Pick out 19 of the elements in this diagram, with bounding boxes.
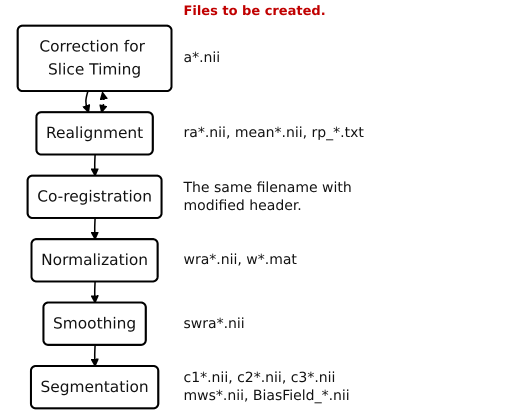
process-box: Segmentation [30,365,160,410]
process-box: Smoothing [42,302,147,346]
file-name-note: swra*.nii [184,314,246,333]
arrow [90,154,99,177]
process-box: Co-registration [26,174,163,219]
process-box: Normalization [30,238,159,282]
process-box: Realignment [35,111,154,156]
file-name-note: ra*.nii, mean*.nii, rp_*.txt [184,124,365,142]
file-name-note: c1*.nii, c2*.nii, c3*.nii mws*.nii, BiasField_*.nii [184,368,351,406]
arrow [82,91,90,114]
file-name-note: a*.nii [184,49,222,68]
file-name-note: The same filename with modified header. [184,178,353,215]
column-heading: Files to be created. [184,4,326,19]
process-box: Correction for Slice Timing [16,24,172,92]
file-name-note: wra*.nii, w*.mat [184,251,298,270]
arrow [99,92,108,114]
arrow [90,218,99,240]
arrow [90,345,99,367]
arrow [90,282,99,304]
